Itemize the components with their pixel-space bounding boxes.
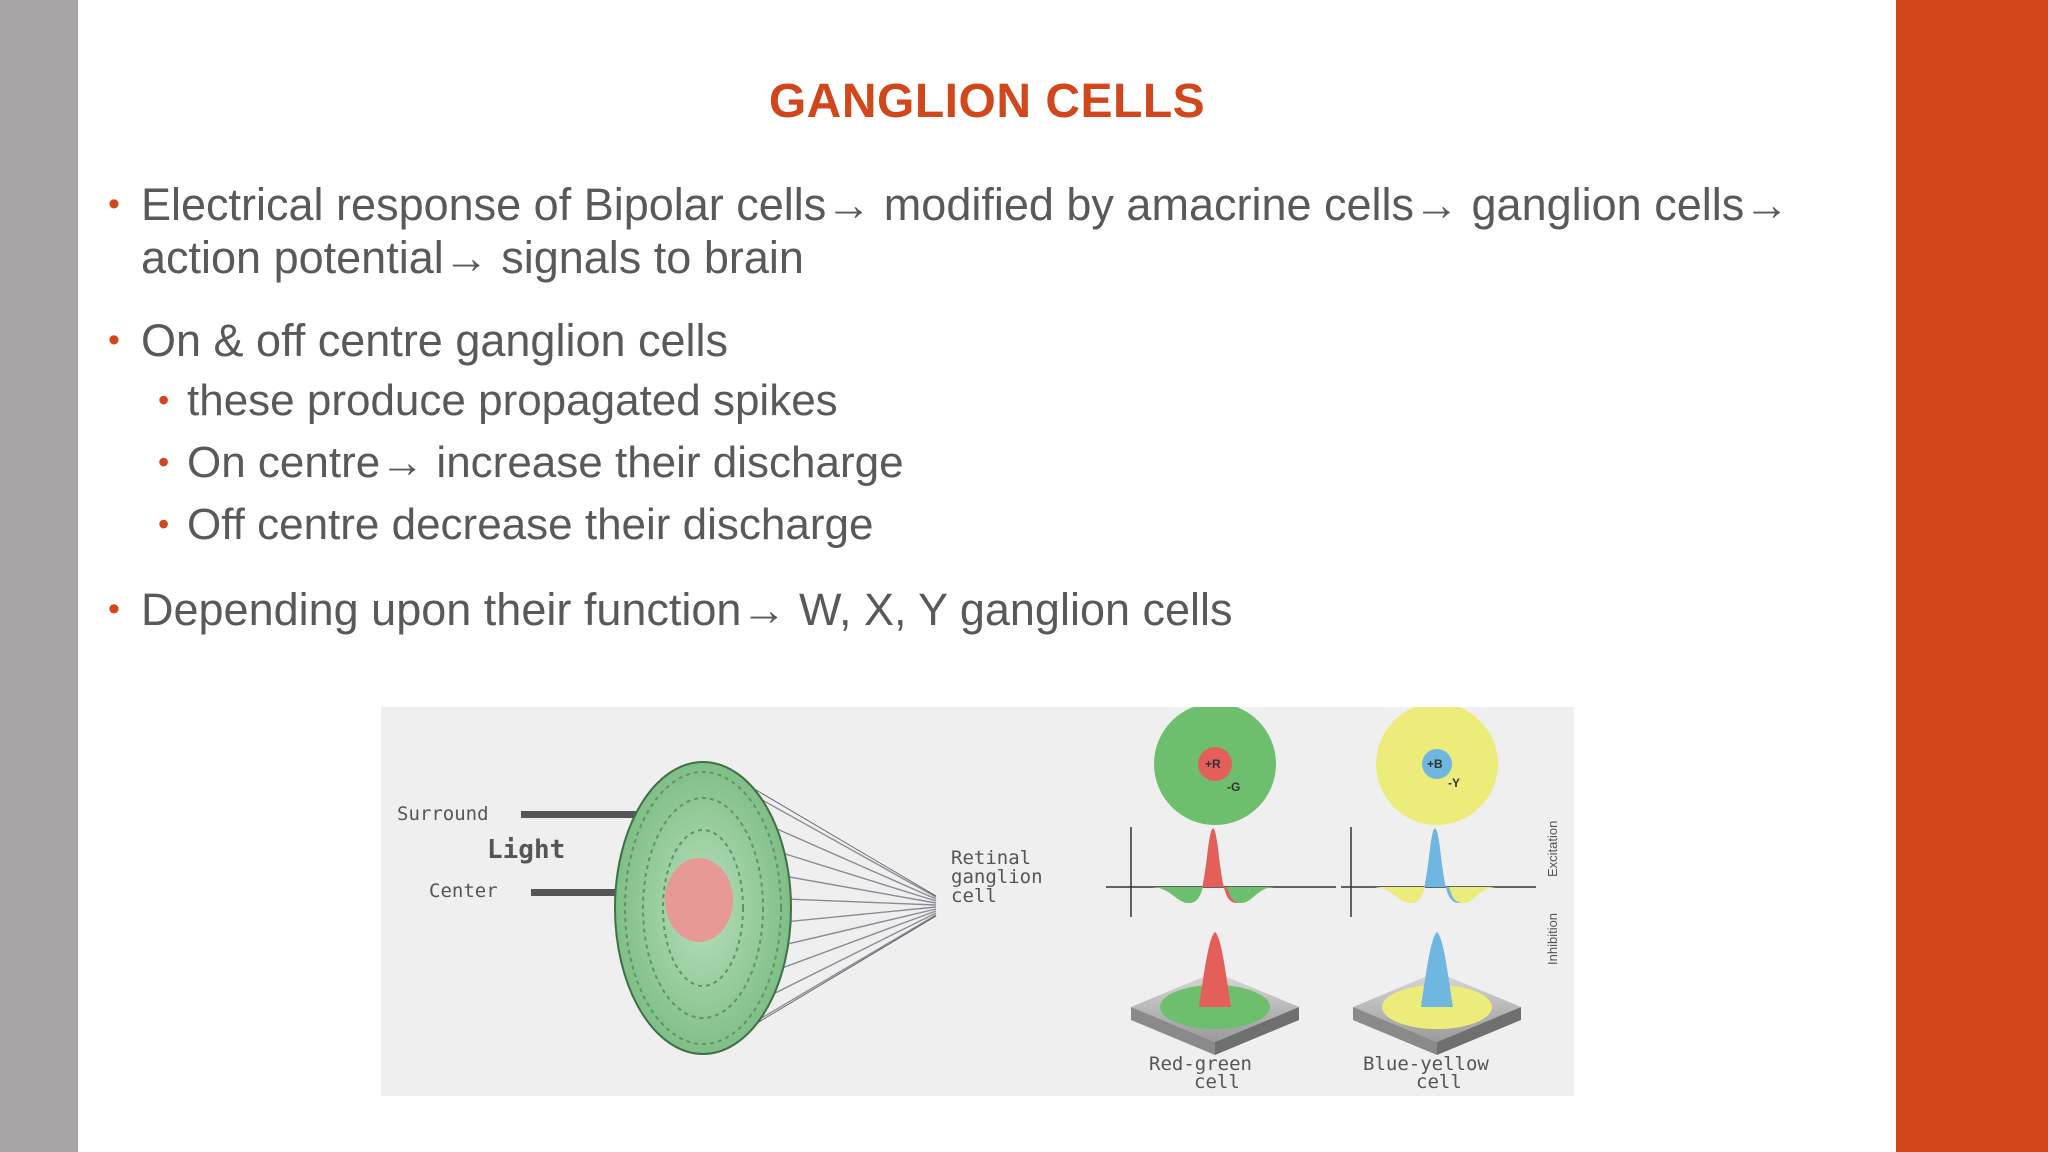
red-green-cell-label: Red-green (1149, 1053, 1252, 1075)
plus-r-label: +R (1205, 757, 1221, 771)
red-green-receptive-field-icon (1154, 707, 1276, 825)
bullet-item: • Electrical response of Bipolar cells→ … (108, 178, 1888, 284)
red-green-3d-profile-icon (1131, 932, 1299, 1055)
light-label: Light (487, 835, 565, 865)
sub-bullet-item: • Off centre decrease their discharge (108, 497, 1888, 553)
retina-disc-icon (614, 761, 937, 1055)
bullet-marker-icon: • (108, 185, 120, 223)
bullet-marker-icon: • (108, 590, 120, 628)
red-green-cell-label: cell (1194, 1071, 1240, 1093)
left-decor-bar (0, 0, 78, 1152)
slide-body: • Electrical response of Bipolar cells→ … (108, 178, 1888, 636)
minus-y-label: -Y (1448, 776, 1460, 790)
retinal-label: cell (951, 885, 997, 907)
bullet-item: • Depending upon their function→ W, X, Y… (108, 583, 1888, 636)
red-green-response-curve-icon (1106, 827, 1336, 917)
retinal-label: Retinal (951, 847, 1031, 869)
surround-label: Surround (397, 803, 489, 825)
bullet-text: On & off centre ganglion cells (141, 315, 729, 366)
blue-yellow-response-curve-icon (1341, 827, 1536, 917)
retinal-label: ganglion (951, 866, 1043, 888)
blue-yellow-cell-label: Blue-yellow (1363, 1053, 1489, 1075)
bullet-marker-icon: • (158, 506, 170, 542)
inhibition-label: Inhibition (1545, 913, 1560, 965)
bullet-text: action potential→ signals to brain (141, 232, 804, 283)
blue-yellow-cell-label: cell (1416, 1071, 1462, 1093)
bullet-marker-icon: • (158, 444, 170, 480)
sub-bullet-item: • On centre→ increase their discharge (108, 435, 1888, 491)
blue-yellow-3d-profile-icon (1353, 932, 1521, 1055)
bullet-text: Off centre decrease their discharge (187, 500, 874, 549)
blue-yellow-receptive-field-icon (1376, 707, 1498, 825)
right-accent-bar (1896, 0, 2048, 1152)
bullet-item: • On & off centre ganglion cells (108, 314, 1888, 367)
excitation-label: Excitation (1545, 821, 1560, 877)
plus-b-label: +B (1427, 757, 1443, 771)
bullet-text: these produce propagated spikes (187, 376, 838, 425)
sub-bullet-item: • these produce propagated spikes (108, 373, 1888, 429)
center-label: Center (429, 880, 498, 902)
bullet-text: Depending upon their function→ W, X, Y g… (141, 584, 1233, 635)
bullet-marker-icon: • (108, 321, 120, 359)
minus-g-label: -G (1227, 780, 1240, 794)
slide-title: GANGLION CELLS (768, 75, 1206, 128)
bullet-text: Electrical response of Bipolar cells→ mo… (141, 179, 1790, 230)
bullet-marker-icon: • (158, 382, 170, 418)
ganglion-receptive-field-figure: Surround Light Center Retinal ganglion c… (381, 707, 1574, 1096)
bullet-text: On centre→ increase their discharge (187, 438, 904, 487)
